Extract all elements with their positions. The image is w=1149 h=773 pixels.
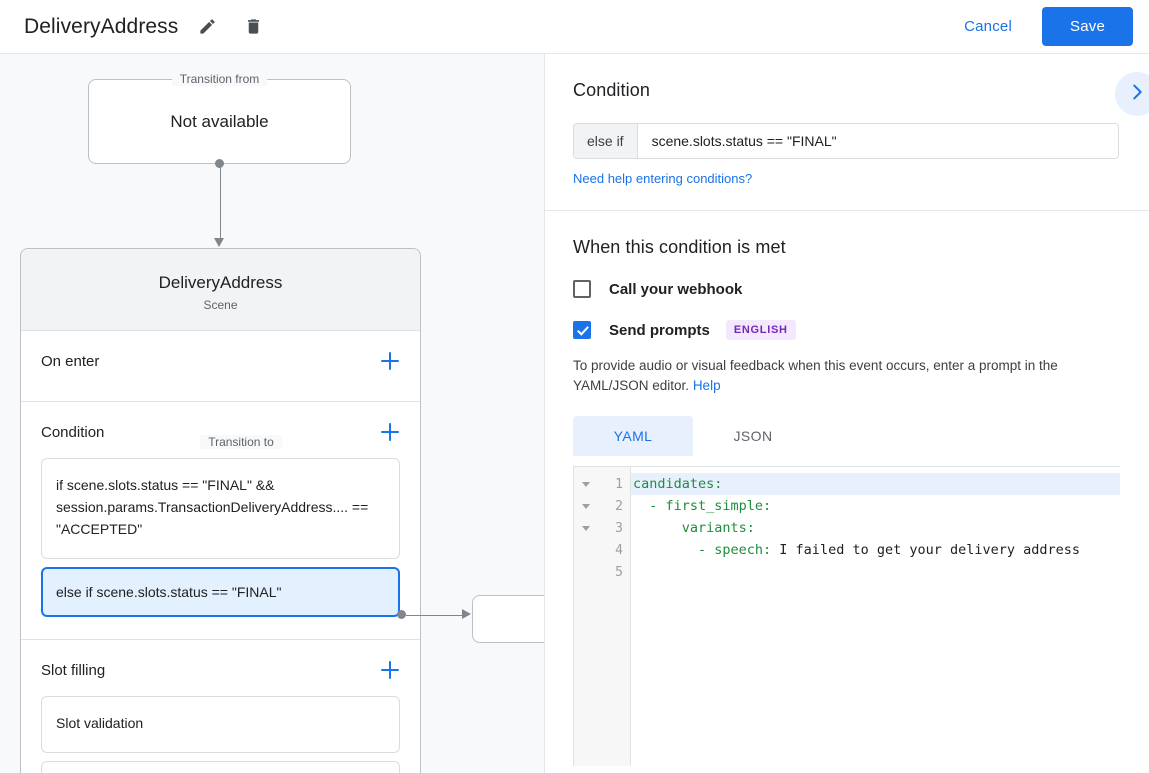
language-badge: ENGLISH — [725, 320, 796, 340]
add-slot-filling-button[interactable] — [378, 658, 402, 682]
condition-expression-input[interactable] — [637, 124, 1118, 158]
code-token-key: - first_simple: — [633, 498, 772, 514]
condition-chip-else-if[interactable]: else if scene.slots.status == "FINAL" — [41, 567, 400, 617]
section-slot-filling: Slot filling Slot validation Transaction… — [21, 640, 420, 773]
section-title-condition: Condition — [41, 423, 105, 441]
line-number: 3 — [615, 520, 623, 536]
send-prompts-label: Send prompts — [609, 321, 710, 339]
condition-help-link[interactable]: Need help entering conditions? — [573, 171, 753, 186]
slot-chip-transaction-delivery-address[interactable]: TransactionDeliveryAddress — [41, 761, 400, 773]
page-title: DeliveryAddress — [24, 14, 179, 38]
editor-format-tabs: YAML JSON — [573, 416, 1119, 456]
line-number: 1 — [615, 476, 623, 492]
prompts-helper-text: To provide audio or visual feedback when… — [573, 356, 1119, 396]
section-on-enter: On enter — [21, 331, 420, 402]
code-token-key: - speech: — [633, 542, 772, 558]
chevron-right-icon — [1126, 81, 1148, 108]
section-header-condition: Condition — [21, 402, 420, 458]
code-line[interactable]: - first_simple: — [631, 495, 1120, 517]
editor-gutter: 1 2 3 4 5 — [574, 467, 631, 766]
add-condition-button[interactable] — [378, 420, 402, 444]
pencil-icon — [198, 17, 217, 36]
send-prompts-row[interactable]: Send prompts ENGLISH — [573, 320, 1119, 340]
gutter-row[interactable]: 5 — [574, 561, 630, 583]
scene-header[interactable]: DeliveryAddress Scene — [21, 249, 420, 331]
call-webhook-checkbox[interactable] — [573, 280, 591, 298]
tab-json[interactable]: JSON — [733, 428, 773, 444]
code-token-key: variants: — [633, 520, 755, 536]
cancel-button[interactable]: Cancel — [948, 9, 1028, 44]
slot-chip-slot-validation[interactable]: Slot validation — [41, 696, 400, 753]
line-number: 2 — [615, 498, 623, 514]
condition-operator-label: else if — [574, 124, 638, 158]
transition-from-legend: Transition from — [171, 72, 268, 86]
code-token-key: candidates: — [633, 476, 723, 492]
save-button[interactable]: Save — [1042, 7, 1133, 46]
when-met-heading: When this condition is met — [573, 237, 786, 257]
call-webhook-label: Call your webhook — [609, 280, 743, 298]
edit-name-button[interactable] — [190, 10, 224, 44]
prompts-help-link[interactable]: Help — [692, 378, 721, 393]
editor-code-area[interactable]: candidates: - first_simple: variants: - … — [631, 467, 1120, 766]
section-condition: Condition if scene.slots.status == "FINA… — [21, 402, 420, 640]
code-line[interactable] — [631, 561, 1120, 583]
scene-graph-pane: Transition from Not available Transition… — [0, 54, 545, 773]
transition-from-node[interactable]: Transition from Not available — [88, 72, 351, 164]
section-header-on-enter: On enter — [21, 331, 420, 387]
fold-toggle-icon[interactable] — [574, 503, 598, 509]
yaml-code-editor[interactable]: 1 2 3 4 5 — [573, 466, 1120, 766]
linked-target-node[interactable] — [472, 595, 544, 643]
top-app-bar: DeliveryAddress Cancel Save — [0, 0, 1149, 54]
trash-icon — [244, 17, 263, 36]
add-on-enter-button[interactable] — [378, 349, 402, 373]
line-number: 5 — [615, 564, 623, 580]
scene-type-label: Scene — [203, 298, 238, 312]
fold-toggle-icon[interactable] — [574, 481, 598, 487]
section-title-on-enter: On enter — [41, 352, 100, 370]
send-prompts-checkbox[interactable] — [573, 321, 591, 339]
connector-arrow-right — [462, 609, 471, 619]
code-line[interactable]: variants: — [631, 517, 1120, 539]
gutter-row[interactable]: 4 — [574, 539, 630, 561]
gutter-row[interactable]: 1 — [574, 473, 630, 495]
detail-condition-heading: Condition — [573, 80, 650, 100]
code-token-value: I failed to get your delivery address — [771, 542, 1081, 558]
scene-name: DeliveryAddress — [158, 273, 283, 292]
collapse-panel-button[interactable] — [1115, 72, 1149, 116]
gutter-row[interactable]: 2 — [574, 495, 630, 517]
detail-when-met-section: When this condition is met Call your web… — [545, 211, 1149, 766]
connector-line-horizontal — [406, 614, 468, 616]
connector-dot-from — [215, 159, 224, 168]
condition-expression-row: else if — [573, 123, 1119, 159]
transition-to-node: Transition to DeliveryAddress Scene On e… — [20, 248, 421, 773]
webhook-row[interactable]: Call your webhook — [573, 280, 1119, 298]
condition-chip-if[interactable]: if scene.slots.status == "FINAL" && sess… — [41, 458, 400, 559]
connector-dot-else-if — [397, 610, 406, 619]
tab-yaml[interactable]: YAML — [573, 416, 693, 456]
transition-to-legend: Transition to — [200, 435, 282, 449]
connector-arrow-down — [214, 238, 224, 247]
connector-line-vertical — [219, 164, 221, 240]
detail-condition-section: Condition else if Need help entering con… — [545, 54, 1149, 211]
section-header-slot-filling: Slot filling — [21, 640, 420, 696]
gutter-row[interactable]: 3 — [574, 517, 630, 539]
code-line[interactable]: - speech: I failed to get your delivery … — [631, 539, 1120, 561]
prompts-helper-sentence: To provide audio or visual feedback when… — [573, 358, 1058, 393]
code-line[interactable]: candidates: — [631, 473, 1120, 495]
line-number: 4 — [615, 542, 623, 558]
section-title-slot-filling: Slot filling — [41, 661, 106, 679]
detail-pane: Condition else if Need help entering con… — [545, 54, 1149, 773]
main-body: Transition from Not available Transition… — [0, 54, 1149, 773]
fold-toggle-icon[interactable] — [574, 525, 598, 531]
delete-button[interactable] — [236, 10, 270, 44]
transition-from-title: Not available — [170, 111, 269, 131]
